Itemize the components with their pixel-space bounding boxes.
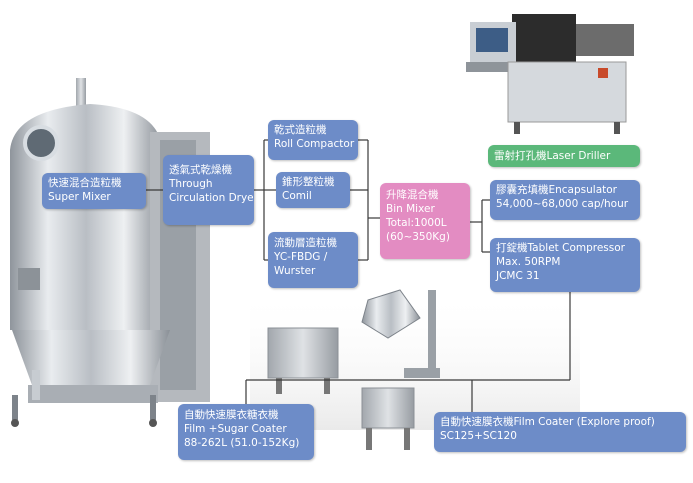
node-laser-driller[interactable]: 雷射打孔機Laser Driller	[488, 145, 640, 167]
dryer-zh: 透氣式乾燥機	[169, 164, 232, 176]
node-film-sugar-coater[interactable]: 自動快速膜衣糖衣機 Film +Sugar Coater 88-262L (51…	[178, 404, 314, 460]
bin-mixer-en-1: Bin Mixer	[386, 203, 435, 215]
fbdg-en-1: YC-FBDG /	[274, 251, 328, 263]
node-comil[interactable]: 錐形整粒機 Comil	[276, 172, 350, 208]
dryer-en-1: Through	[169, 178, 213, 190]
node-through-circulation-dryer[interactable]: 透氣式乾燥機 Through Circulation Drye	[163, 155, 254, 225]
bin-mixer-en-3: (60~350Kg)	[386, 231, 450, 243]
film-coater-en: SC125+SC120	[440, 430, 517, 442]
film-coater-zh: 自動快速膜衣機Film Coater (Explore proof)	[440, 416, 655, 428]
roll-compactor-zh: 乾式造粒機	[274, 124, 327, 136]
comil-zh: 錐形整粒機	[282, 176, 335, 188]
node-fbdg[interactable]: 流動層造粒機 YC-FBDG / Wurster	[268, 232, 358, 288]
tablet-compressor-zh: 打錠機Tablet Compressor	[496, 242, 625, 254]
encapsulator-zh: 膠囊充填機Encapsulator	[496, 184, 617, 196]
tablet-compressor-en-2: JCMC 31	[496, 270, 540, 282]
super-mixer-zh: 快速混合造粒機	[48, 177, 122, 189]
node-tablet-compressor[interactable]: 打錠機Tablet Compressor Max. 50RPM JCMC 31	[490, 238, 640, 292]
fbdg-en-2: Wurster	[274, 265, 316, 277]
super-mixer-en: Super Mixer	[48, 191, 111, 203]
bin-mixer-en-2: Total:1000L	[386, 217, 447, 229]
bin-mixer-zh: 升降混合機	[386, 189, 439, 201]
comil-en: Comil	[282, 190, 312, 202]
laser-driller-label: 雷射打孔機Laser Driller	[494, 150, 611, 162]
node-encapsulator[interactable]: 膠囊充填機Encapsulator 54,000~68,000 cap/hour	[490, 180, 640, 220]
node-bin-mixer[interactable]: 升降混合機 Bin Mixer Total:1000L (60~350Kg)	[380, 183, 470, 259]
sugar-coater-en-1: Film +Sugar Coater	[184, 423, 287, 435]
encapsulator-en: 54,000~68,000 cap/hour	[496, 198, 629, 210]
roll-compactor-en: Roll Compactor	[274, 138, 355, 150]
fbdg-zh: 流動層造粒機	[274, 237, 337, 249]
laser-driller-image	[466, 14, 634, 134]
node-super-mixer[interactable]: 快速混合造粒機 Super Mixer	[42, 173, 146, 209]
bin-blender-image	[267, 289, 440, 450]
sugar-coater-zh: 自動快速膜衣糖衣機	[184, 409, 279, 421]
tablet-compressor-en-1: Max. 50RPM	[496, 256, 561, 268]
sugar-coater-en-2: 88-262L (51.0-152Kg)	[184, 437, 300, 449]
dryer-en-2: Circulation Drye	[169, 192, 254, 204]
node-film-coater[interactable]: 自動快速膜衣機Film Coater (Explore proof) SC125…	[434, 412, 686, 452]
node-roll-compactor[interactable]: 乾式造粒機 Roll Compactor	[268, 120, 358, 160]
